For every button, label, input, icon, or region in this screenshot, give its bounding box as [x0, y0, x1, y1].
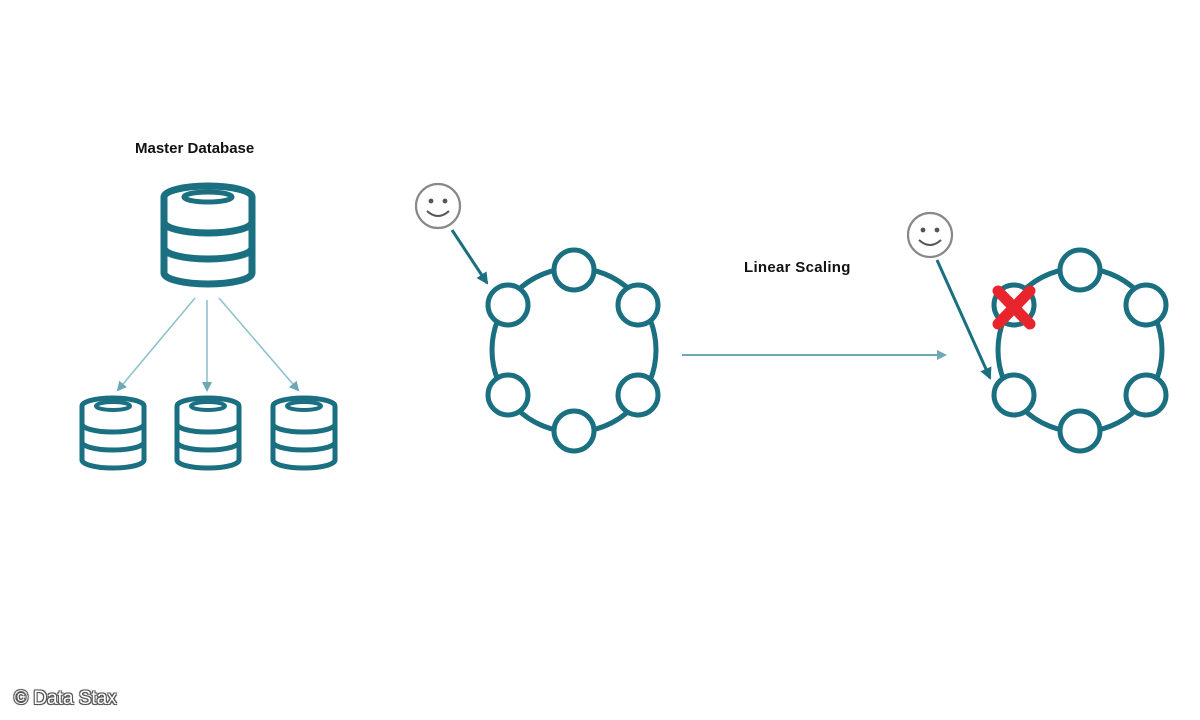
master-database-label: Master Database — [135, 140, 255, 157]
ring-node — [1123, 282, 1169, 328]
ring-node — [551, 408, 597, 454]
ring-node — [615, 372, 661, 418]
ring-node — [551, 247, 597, 293]
replication-arrow-right — [218, 297, 300, 392]
client-smiley-icon — [906, 211, 954, 259]
ring-node — [991, 372, 1037, 418]
linear-scaling-label: Linear Scaling — [744, 259, 851, 276]
master-database-icon — [164, 186, 252, 284]
failure-cross-icon — [992, 285, 1036, 330]
ring-before — [485, 247, 661, 454]
client-request-arrow — [450, 229, 489, 285]
replication-arrow-left — [116, 297, 196, 392]
copyright-text: © Data Stax — [14, 688, 117, 709]
ring-node — [1123, 372, 1169, 418]
ring-node — [615, 282, 661, 328]
client-smiley-icon — [414, 182, 462, 230]
ring-node — [485, 372, 531, 418]
ring-node — [1057, 247, 1103, 293]
ring-node — [485, 282, 531, 328]
ring-after — [991, 247, 1169, 454]
replica-database-icon — [82, 398, 144, 468]
replica-database-icon — [273, 398, 335, 468]
client-reroute-arrow — [935, 259, 992, 380]
ring-node — [1057, 408, 1103, 454]
replica-database-icon — [177, 398, 239, 468]
